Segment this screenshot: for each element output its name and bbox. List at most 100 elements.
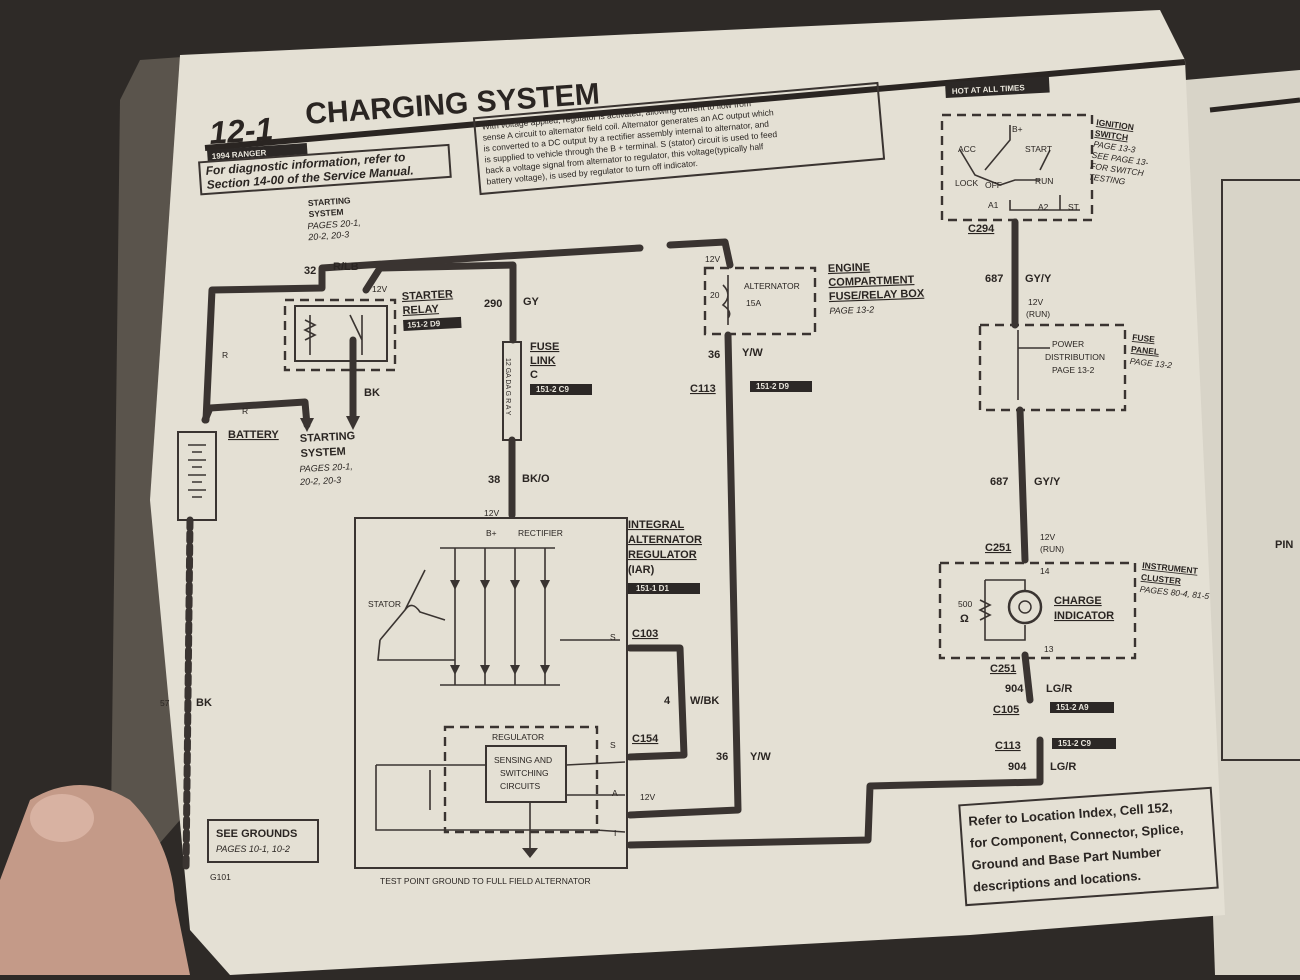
thumbnail-nail <box>30 794 94 842</box>
wire-4-wbk <box>626 644 688 761</box>
sensing-line-3: CIRCUITS <box>500 781 540 791</box>
svg-text:PAGES 20-1,: PAGES 20-1, <box>307 218 361 232</box>
ignition-switch-label: IGNITION SWITCH PAGE 13-3 SEE PAGE 13- F… <box>1088 117 1149 187</box>
wire-38-color: BK/O <box>522 473 550 485</box>
c105-tag-bg <box>1050 702 1114 713</box>
iar-rectifier: RECTIFIER <box>518 528 563 538</box>
c113-tag-bottom-bg <box>1052 738 1116 749</box>
ign-acc: ACC <box>958 144 976 154</box>
fuse-link-body <box>502 341 522 441</box>
svg-text:LINK: LINK <box>530 355 556 367</box>
wire-32-num: 32 <box>304 265 316 277</box>
wire-290-color: GY <box>523 296 540 308</box>
wire-57-bk-ground <box>182 516 194 874</box>
wire-687-gyy-mid <box>1016 406 1029 564</box>
regulator-box <box>443 725 599 834</box>
wire-cluster-out <box>1021 651 1034 704</box>
ignition-switch-box <box>940 113 1094 222</box>
hot-tag-bg <box>945 76 1050 98</box>
ign-bplus: B+ <box>1012 124 1023 134</box>
sensing-circuits-box <box>485 745 567 803</box>
battery-symbol <box>177 431 217 521</box>
cluster-run: (RUN) <box>1040 544 1064 554</box>
c105-connector: C105 <box>993 704 1019 716</box>
ign-start: START <box>1025 144 1052 154</box>
svg-text:151-1 D1: 151-1 D1 <box>636 584 669 593</box>
svg-text:151-2 C9: 151-2 C9 <box>536 385 569 394</box>
ign-lock: LOCK <box>955 178 978 188</box>
relay-arrows-icon <box>300 416 360 432</box>
ign-run-note: (RUN) <box>1026 309 1050 319</box>
svg-text:PAGES 20-1,: PAGES 20-1, <box>299 461 353 474</box>
svg-text:FUSE: FUSE <box>1132 332 1156 344</box>
fuse-link-body-text: 12 GA DA G R A Y <box>504 358 511 416</box>
wire-687-num-top: 687 <box>985 273 1003 285</box>
charge-indicator-filament-icon <box>1018 600 1032 614</box>
alt-fuse-rating: 15A <box>746 298 761 308</box>
ground-g101: G101 <box>210 872 231 882</box>
svg-text:151-2 D9: 151-2 D9 <box>407 319 441 330</box>
starter-relay-inner <box>294 305 388 362</box>
iar-stator: STATOR <box>368 599 401 609</box>
grounds-pages: PAGES 10-1, 10-2 <box>216 844 290 854</box>
iar-pin-s1: S <box>610 632 616 642</box>
wire-4-color: W/BK <box>690 695 719 707</box>
svg-text:FUSE: FUSE <box>530 341 559 353</box>
rectifier-diodes-icon <box>440 547 620 686</box>
ign-a1: A1 <box>988 200 999 210</box>
svg-text:ENGINE: ENGINE <box>828 262 871 275</box>
alt-fuse-volt: 12V <box>705 254 720 264</box>
cluster-circuit-icon <box>978 579 1026 641</box>
svg-text:PAGE 13-2: PAGE 13-2 <box>829 304 874 316</box>
c154-connector: C154 <box>632 733 659 745</box>
iar-volt-a: 12V <box>640 792 655 802</box>
wire-687-color-mid: GY/Y <box>1034 476 1061 488</box>
fuse-link-label: FUSE LINK C 151-2 C9 <box>530 341 592 395</box>
ign-off: OFF <box>985 180 1002 190</box>
starting-system-top: STARTING SYSTEM PAGES 20-1, 20-2, 20-3 <box>307 195 361 242</box>
ground-symbol-icon <box>522 848 538 858</box>
battery-cells-icon <box>188 444 206 498</box>
regulator-traces-icon <box>375 761 626 850</box>
svg-text:(IAR): (IAR) <box>628 564 655 576</box>
wire-r-battery-label: R <box>242 406 248 416</box>
fuse-panel-inner-3: PAGE 13-2 <box>1052 365 1095 375</box>
c105-tag: 151-2 A9 <box>1056 703 1089 712</box>
fuse-panel-box <box>978 323 1127 412</box>
svg-text:ALTERNATOR: ALTERNATOR <box>628 534 702 546</box>
svg-text:SYSTEM: SYSTEM <box>300 446 346 460</box>
ign-st: ST <box>1068 202 1079 212</box>
wire-32-color: R/LB <box>333 261 359 273</box>
iar-label: INTEGRAL ALTERNATOR REGULATOR (IAR) 151-… <box>628 519 702 594</box>
c251-connector-bottom: C251 <box>990 663 1016 675</box>
cluster-volt: 12V <box>1040 532 1055 542</box>
sensing-line-2: SWITCHING <box>500 768 549 778</box>
charge-indicator-1: CHARGE <box>1054 595 1102 607</box>
fuse-panel-inner-2: DISTRIBUTION <box>1045 352 1105 362</box>
wire-687-color-top: GY/Y <box>1025 273 1052 285</box>
battery-label: BATTERY <box>228 429 279 441</box>
cluster-resistor: 500 <box>958 599 972 609</box>
description-box: With voltage applied, regulator is activ… <box>472 81 886 196</box>
alternator-fuse-box <box>703 266 817 336</box>
model-tag-bg <box>207 143 308 161</box>
ign-run: RUN <box>1035 176 1053 186</box>
ign-volt: 12V <box>1028 297 1043 307</box>
fuse-panel-inner-1: POWER <box>1052 339 1084 349</box>
wire-r-top-loop <box>202 244 644 424</box>
wire-r-left: R <box>222 350 228 360</box>
right-page-rule <box>1209 97 1300 113</box>
cluster-pin13: 13 <box>1044 644 1054 654</box>
svg-text:20-2, 20-3: 20-2, 20-3 <box>299 475 341 487</box>
grounds-label: SEE GROUNDS <box>216 828 297 840</box>
right-page-box <box>1221 179 1300 761</box>
wire-36-yw <box>626 238 742 819</box>
wire-904-color-bottom: LG/R <box>1050 761 1076 773</box>
grounds-box <box>207 819 319 863</box>
svg-text:REGULATOR: REGULATOR <box>628 549 697 561</box>
svg-text:FUSE/RELAY BOX: FUSE/RELAY BOX <box>829 288 925 303</box>
starter-relay-label: STARTER RELAY 151-2 D9 <box>402 288 462 331</box>
ignition-contacts-icon <box>959 125 1080 211</box>
wire-904-num-top: 904 <box>1005 683 1024 695</box>
test-point-note: TEST POINT GROUND TO FULL FIELD ALTERNAT… <box>380 876 591 886</box>
